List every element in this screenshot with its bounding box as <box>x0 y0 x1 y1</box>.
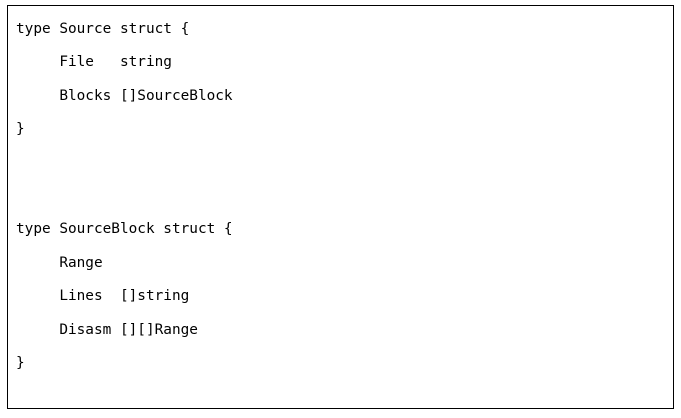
code-line-blank <box>16 180 673 213</box>
code-listing: type Source struct { File string Blocks … <box>16 13 673 408</box>
code-line: type SourceBlock struct { <box>16 221 233 238</box>
code-block-panel: type Source struct { File string Blocks … <box>7 5 674 409</box>
code-line: Lines []string <box>16 288 190 305</box>
code-line: type Source struct { <box>16 21 190 37</box>
code-line: Disasm [][]Range <box>16 321 198 338</box>
code-line: File string <box>16 54 172 71</box>
code-line: Range <box>16 254 103 271</box>
code-line-blank <box>16 147 673 180</box>
code-line-blank <box>16 380 673 408</box>
code-line: } <box>16 121 25 138</box>
code-line: Blocks []SourceBlock <box>16 87 233 104</box>
code-line: } <box>16 354 25 371</box>
